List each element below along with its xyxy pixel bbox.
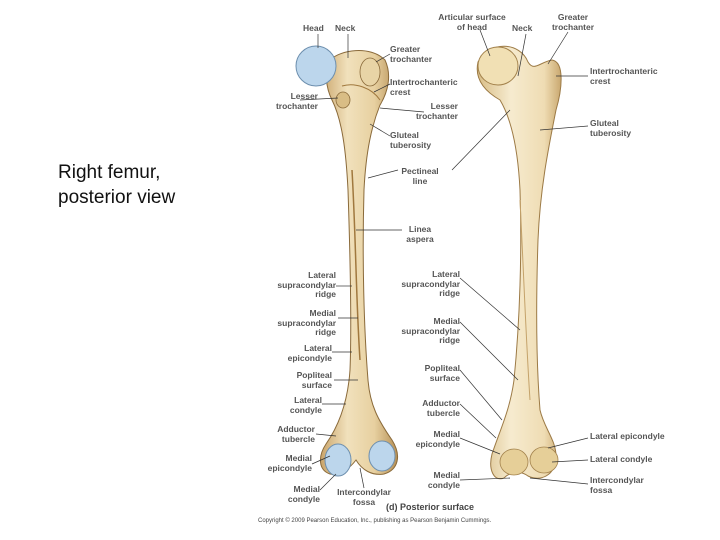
label-greater-trochanter-mid: Greater trochanter [390, 45, 432, 64]
label-articular-surface-head: Articular surface of head [428, 13, 516, 32]
label-linea-aspera: Linea aspera [398, 225, 442, 244]
label-popliteal-surface-mid: Popliteal surface [398, 364, 460, 383]
label-lateral-epicondyle-right: Lateral epicondyle [590, 432, 665, 442]
label-popliteal-surface-left: Popliteal surface [258, 371, 332, 390]
label-lesser-trochanter-mid: Lesser trochanter [408, 102, 458, 121]
label-adductor-tubercle-mid: Adductor tubercle [398, 399, 460, 418]
label-intertrochanteric-crest-mid: Intertrochanteric crest [390, 78, 458, 97]
label-neck-right: Neck [512, 24, 532, 34]
label-lateral-supracondylar-mid: Lateral supracondylar ridge [382, 270, 460, 299]
label-medial-epicondyle-mid: Medial epicondyle [398, 430, 460, 449]
panel-title: (d) Posterior surface [386, 502, 474, 512]
label-lateral-condyle-left: Lateral condyle [258, 396, 322, 415]
label-intercondylar-fossa-right: Intercondylar fossa [590, 476, 644, 495]
label-neck-left: Neck [335, 24, 355, 34]
label-medial-supracondylar-mid: Medial supracondylar ridge [382, 317, 460, 346]
label-medial-epicondyle-left: Medial epicondyle [250, 454, 312, 473]
label-gluteal-tuberosity-mid: Gluteal tuberosity [390, 131, 431, 150]
label-lesser-trochanter-left: Lesser trochanter [268, 92, 318, 111]
label-medial-condyle-mid: Medial condyle [398, 471, 460, 490]
label-medial-condyle-left: Medial condyle [258, 485, 320, 504]
copyright-notice: Copyright © 2009 Pearson Education, Inc.… [258, 518, 491, 524]
label-lateral-supracondylar-left: Lateral supracondylar ridge [258, 271, 336, 300]
label-lateral-condyle-right: Lateral condyle [590, 455, 652, 465]
label-lateral-epicondyle-left: Lateral epicondyle [258, 344, 332, 363]
right-femur-illustration [477, 46, 561, 479]
label-greater-trochanter-right: Greater trochanter [548, 13, 598, 32]
label-pectineal-line: Pectineal line [396, 167, 444, 186]
label-intertrochanteric-crest-right: Intertrochanteric crest [590, 67, 658, 86]
label-adductor-tubercle-left: Adductor tubercle [258, 425, 315, 444]
label-gluteal-tuberosity-right: Gluteal tuberosity [590, 119, 631, 138]
label-medial-supracondylar-left: Medial supracondylar ridge [258, 309, 336, 338]
label-head: Head [303, 24, 324, 34]
